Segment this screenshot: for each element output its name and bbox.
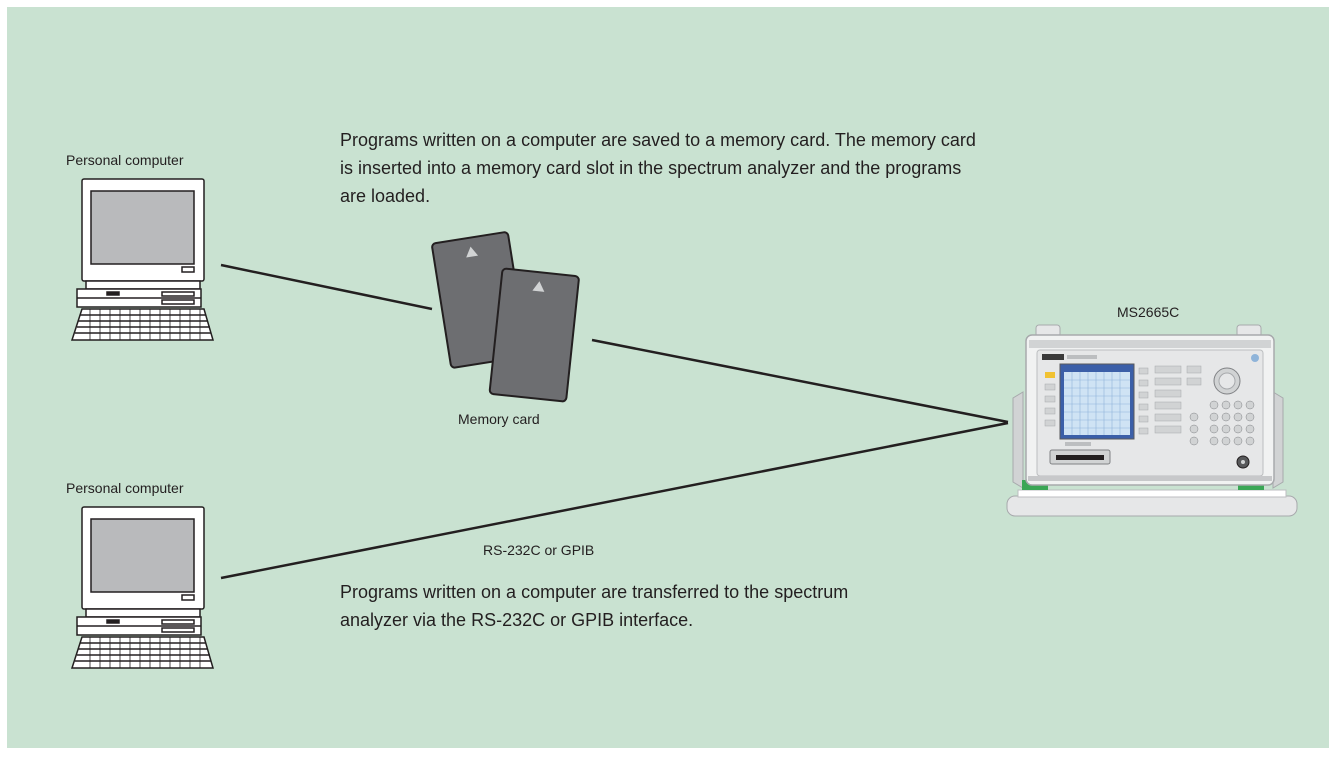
pc-bottom-label: Personal computer — [66, 480, 184, 496]
connector-top-pc-to-card — [220, 263, 433, 311]
memory-card-icon — [431, 231, 580, 403]
connector-bottom-pc-to-analyzer — [220, 421, 1009, 580]
pc-top-label: Personal computer — [66, 152, 184, 168]
spectrum-analyzer-image — [1006, 324, 1298, 517]
connector-card-to-analyzer — [591, 338, 1009, 424]
analyzer-label: MS2665C — [1117, 304, 1180, 320]
personal-computer-icon-top — [70, 178, 214, 341]
interface-label: RS-232C or GPIB — [483, 542, 595, 558]
memory-card-label: Memory card — [458, 411, 540, 427]
personal-computer-icon-bottom — [70, 506, 214, 669]
paragraph-bottom: Programs written on a computer are trans… — [340, 582, 849, 630]
paragraph-top: Programs written on a computer are saved… — [340, 130, 976, 206]
